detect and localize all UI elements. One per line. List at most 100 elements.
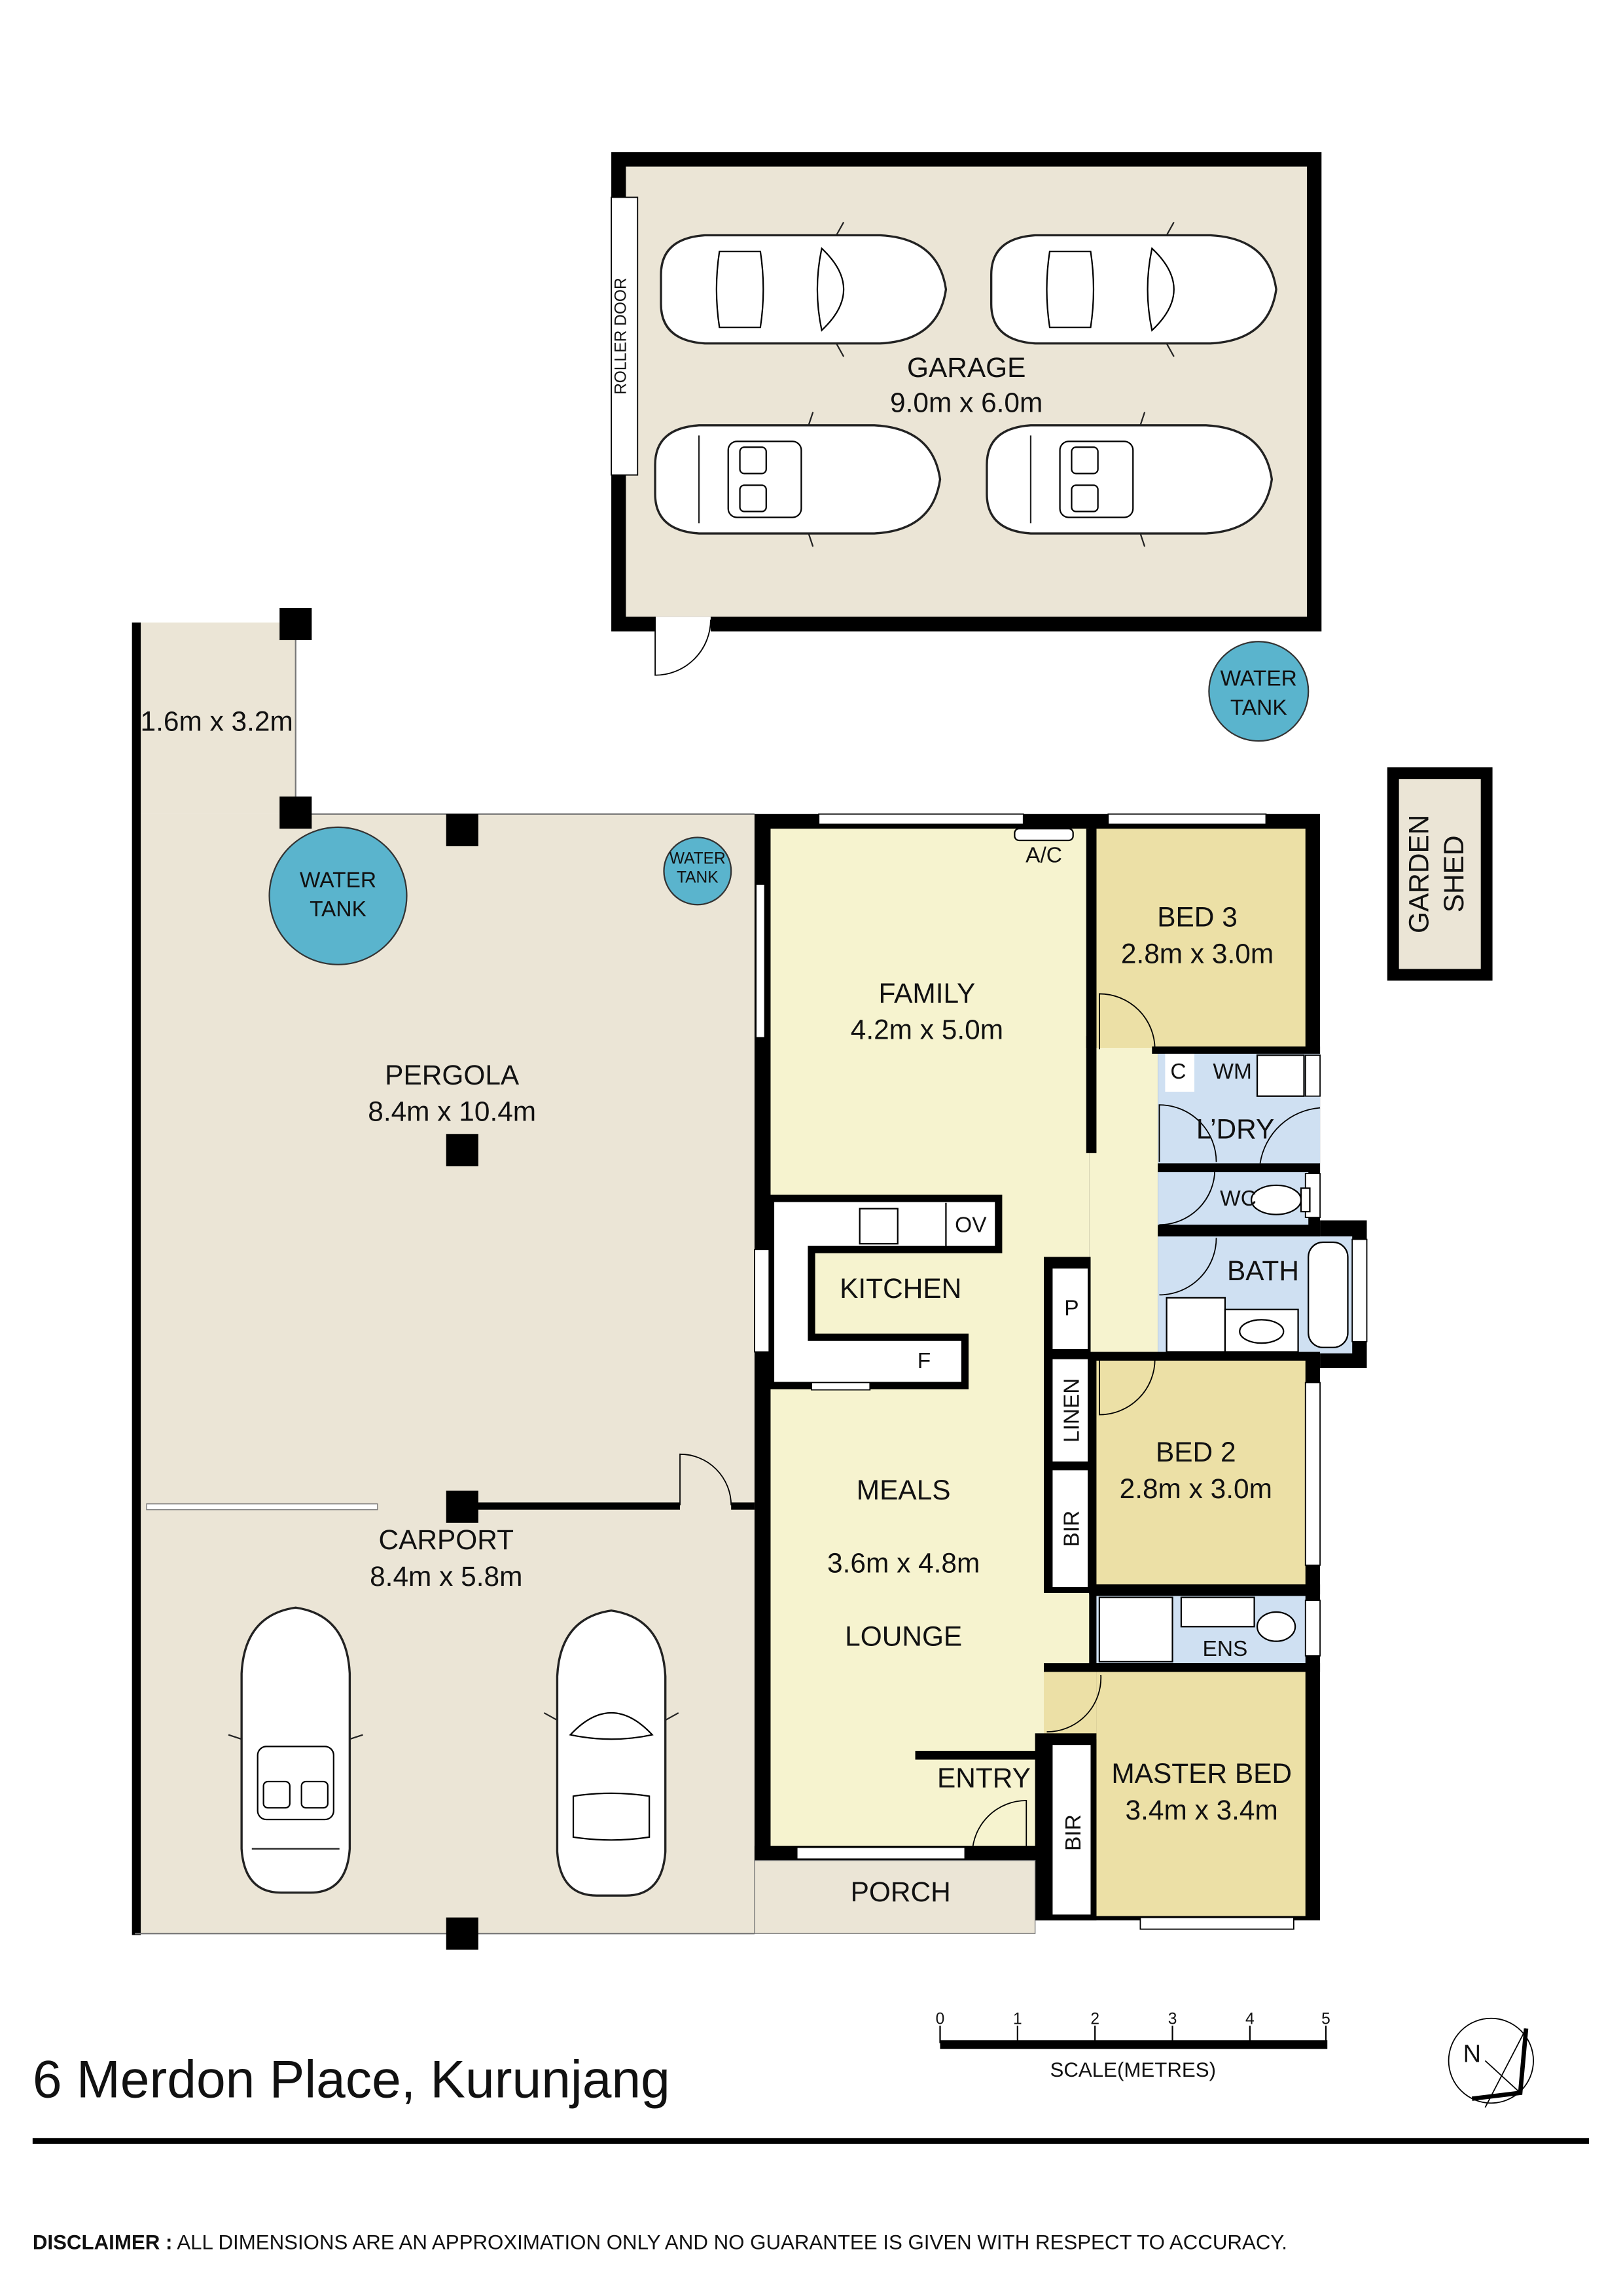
svg-text:SCALE(METRES): SCALE(METRES): [1050, 2058, 1216, 2081]
svg-text:2.8m x 3.0m: 2.8m x 3.0m: [1121, 939, 1274, 969]
svg-text:3.6m x 4.8m: 3.6m x 4.8m: [827, 1548, 980, 1579]
svg-text:0: 0: [936, 2011, 945, 2028]
svg-text:WATER: WATER: [300, 868, 376, 892]
scale-bar: 0 1 2 3 4 5 SCALE(METRES): [936, 2011, 1330, 2081]
door[interactable]: [1159, 1169, 1216, 1226]
window: [811, 1382, 871, 1391]
window: [1304, 1600, 1321, 1657]
window: [1139, 1916, 1294, 1930]
door[interactable]: [1099, 993, 1156, 1050]
garage-name: GARAGE: [907, 352, 1026, 383]
door[interactable]: [1259, 1107, 1321, 1164]
master-robe[interactable]: [1052, 1745, 1091, 1915]
carport-door[interactable]: [679, 1453, 732, 1505]
basin-icon: [1180, 1596, 1255, 1628]
outdoor-areas: 1.6m x 3.2m PERGOLA 8.4m x 10.4m CARPORT…: [132, 607, 755, 1950]
svg-text:SHED: SHED: [1438, 835, 1469, 912]
window: [1304, 1382, 1321, 1566]
water-tank-pergola: WATER TANK: [268, 826, 408, 965]
svg-text:GARDEN: GARDEN: [1403, 815, 1434, 933]
svg-text:5: 5: [1321, 2011, 1330, 2028]
svg-text:L’DRY: L’DRY: [1196, 1113, 1274, 1144]
divider: [32, 2138, 1589, 2144]
door[interactable]: [1158, 1104, 1217, 1162]
svg-text:WATER: WATER: [669, 850, 726, 868]
svg-text:BATH: BATH: [1227, 1255, 1299, 1286]
svg-text:WATER: WATER: [1221, 666, 1297, 691]
address-title: 6 Merdon Place, Kurunjang: [33, 2050, 670, 2109]
bed2-robe[interactable]: [1052, 1470, 1088, 1588]
water-tank-garage: WATER TANK: [1208, 641, 1310, 742]
svg-text:BIR: BIR: [1060, 1511, 1084, 1547]
car-icon: [660, 221, 948, 358]
shower-icon: [1098, 1596, 1173, 1663]
house: P LINEN BIR BIR OV F A/C: [754, 813, 1368, 1934]
car-icon: [543, 1609, 680, 1897]
svg-text:3: 3: [1168, 2011, 1177, 2028]
svg-text:BED 2: BED 2: [1156, 1437, 1236, 1467]
water-tank-small: WATER TANK: [663, 836, 732, 906]
svg-text:C: C: [1170, 1060, 1186, 1084]
disclaimer: DISCLAIMER : ALL DIMENSIONS ARE AN APPRO…: [33, 2231, 1287, 2254]
svg-text:CARPORT: CARPORT: [378, 1524, 514, 1555]
svg-text:F: F: [918, 1349, 931, 1373]
shower-icon: [1166, 1297, 1226, 1353]
svg-text:1: 1: [1013, 2011, 1022, 2028]
car-icon: [986, 411, 1274, 548]
car-icon: [227, 1606, 365, 1894]
svg-text:ENS: ENS: [1203, 1637, 1248, 1661]
pantry[interactable]: [1052, 1268, 1088, 1350]
side-area-size: 1.6m x 3.2m: [141, 706, 293, 736]
svg-text:BIR: BIR: [1061, 1814, 1086, 1851]
door[interactable]: [1046, 1674, 1102, 1732]
svg-text:PORCH: PORCH: [851, 1876, 951, 1907]
svg-text:LINEN: LINEN: [1060, 1378, 1084, 1443]
window: [754, 1249, 770, 1353]
garage-size: 9.0m x 6.0m: [890, 387, 1043, 418]
svg-text:P: P: [1064, 1297, 1079, 1321]
svg-text:PERGOLA: PERGOLA: [385, 1060, 520, 1090]
svg-text:MEALS: MEALS: [857, 1475, 951, 1505]
door[interactable]: [1159, 1238, 1217, 1296]
svg-text:4.2m x 5.0m: 4.2m x 5.0m: [851, 1014, 1003, 1045]
window: [1304, 1054, 1321, 1097]
svg-text:N: N: [1463, 2041, 1481, 2068]
svg-text:A/C: A/C: [1026, 843, 1062, 867]
window: [818, 813, 1024, 825]
roller-door-label: ROLLER DOOR: [612, 278, 630, 395]
car-icon: [990, 221, 1277, 358]
svg-text:TANK: TANK: [677, 869, 719, 887]
svg-text:TANK: TANK: [310, 897, 366, 922]
svg-text:BED 3: BED 3: [1157, 902, 1238, 933]
garage: ROLLER DOOR GARAGE 9.0m x 6.0m: [611, 152, 1322, 676]
svg-text:4: 4: [1245, 2011, 1255, 2028]
svg-text:8.4m x 10.4m: 8.4m x 10.4m: [368, 1096, 536, 1127]
svg-text:ENTRY: ENTRY: [937, 1763, 1031, 1793]
door[interactable]: [1099, 1359, 1156, 1416]
car-icon: [654, 411, 942, 548]
bathtub-icon: [1308, 1241, 1349, 1348]
sliding-door[interactable]: [146, 1503, 378, 1511]
svg-text:2: 2: [1090, 2011, 1099, 2028]
svg-text:FAMILY: FAMILY: [879, 978, 976, 1009]
roller-door[interactable]: [611, 196, 639, 476]
window: [796, 1846, 966, 1860]
ac-unit: [1014, 827, 1074, 842]
svg-text:3.4m x 3.4m: 3.4m x 3.4m: [1126, 1795, 1278, 1825]
toilet-icon: [1256, 1611, 1296, 1642]
svg-text:OV: OV: [955, 1213, 987, 1237]
entry-door[interactable]: [971, 1800, 1027, 1854]
window: [1351, 1238, 1368, 1342]
svg-text:LOUNGE: LOUNGE: [845, 1621, 962, 1651]
svg-text:WM: WM: [1213, 1060, 1252, 1084]
svg-text:MASTER BED: MASTER BED: [1111, 1758, 1292, 1789]
svg-text:8.4m x 5.8m: 8.4m x 5.8m: [370, 1561, 522, 1592]
pergola-posts: [279, 607, 478, 1950]
toilet-icon: [1251, 1184, 1302, 1215]
sliding-door[interactable]: [755, 884, 766, 1039]
linen-closet[interactable]: [1052, 1359, 1088, 1462]
north-arrow-icon: N: [1448, 2017, 1534, 2108]
svg-text:WC: WC: [1220, 1187, 1257, 1211]
garage-door[interactable]: [654, 617, 711, 676]
cooktop-icon: [859, 1208, 899, 1245]
